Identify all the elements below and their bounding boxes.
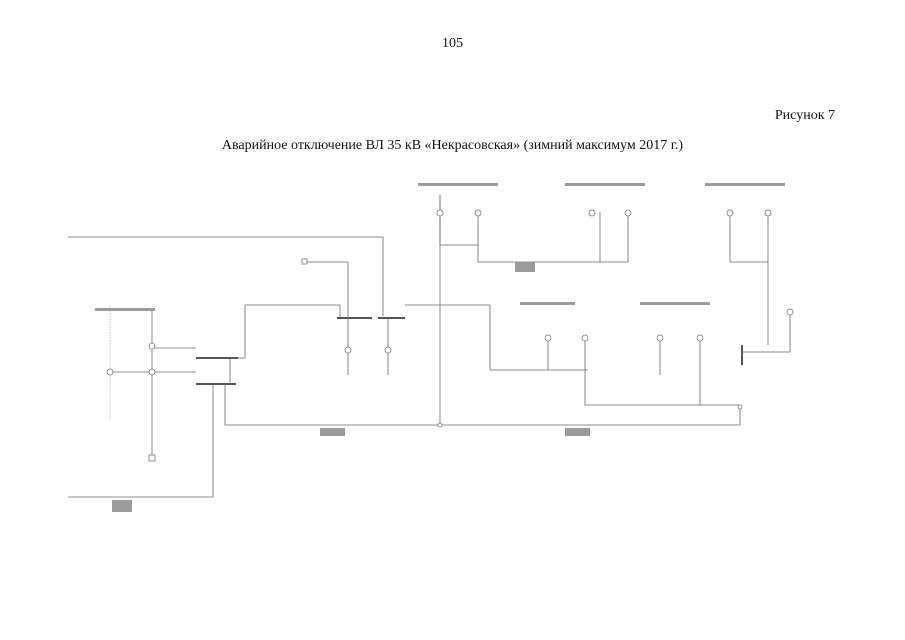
top-node-3 bbox=[588, 209, 596, 217]
center-node-2 bbox=[384, 346, 392, 354]
power-network-diagram bbox=[0, 175, 905, 535]
top-node-6 bbox=[764, 209, 772, 217]
left-node-3 bbox=[148, 368, 156, 376]
right-node-4 bbox=[696, 334, 704, 342]
feeder-line-top-left bbox=[68, 236, 384, 316]
trunk-node-1 bbox=[437, 422, 443, 428]
far-right-node bbox=[786, 308, 794, 316]
page-number: 105 bbox=[442, 36, 463, 51]
far-right-link bbox=[742, 312, 791, 353]
figure-label: Рисунок 7 bbox=[774, 108, 835, 123]
left-node-4 bbox=[148, 454, 156, 462]
top-sub-1c bbox=[600, 212, 629, 263]
center-to-right bbox=[405, 304, 588, 371]
right-node-2 bbox=[581, 334, 589, 342]
right-node-3 bbox=[656, 334, 664, 342]
center-node-1 bbox=[344, 346, 352, 354]
right-sub-b bbox=[584, 335, 740, 406]
top-node-5 bbox=[726, 209, 734, 217]
left-node-1 bbox=[148, 342, 156, 350]
link-bus-left-to-center bbox=[238, 304, 341, 359]
diagram-label-texture bbox=[95, 183, 785, 512]
top-sub-1 bbox=[439, 195, 601, 263]
main-trunk bbox=[224, 384, 741, 426]
top-node-4 bbox=[624, 209, 632, 217]
network-schematic bbox=[68, 183, 794, 512]
right-node-1 bbox=[544, 334, 552, 342]
left-node-2 bbox=[106, 368, 114, 376]
top-sub-2 bbox=[729, 212, 769, 263]
center-node-3 bbox=[301, 258, 308, 265]
center-supply bbox=[305, 261, 349, 318]
feeder-line-bottom-left bbox=[68, 384, 214, 498]
trunk-node-2 bbox=[737, 404, 743, 410]
top-node-2 bbox=[474, 209, 482, 217]
figure-caption: Аварийное отключение ВЛ 35 кВ «Некрасовс… bbox=[221, 138, 684, 153]
top-node-1 bbox=[436, 209, 444, 217]
